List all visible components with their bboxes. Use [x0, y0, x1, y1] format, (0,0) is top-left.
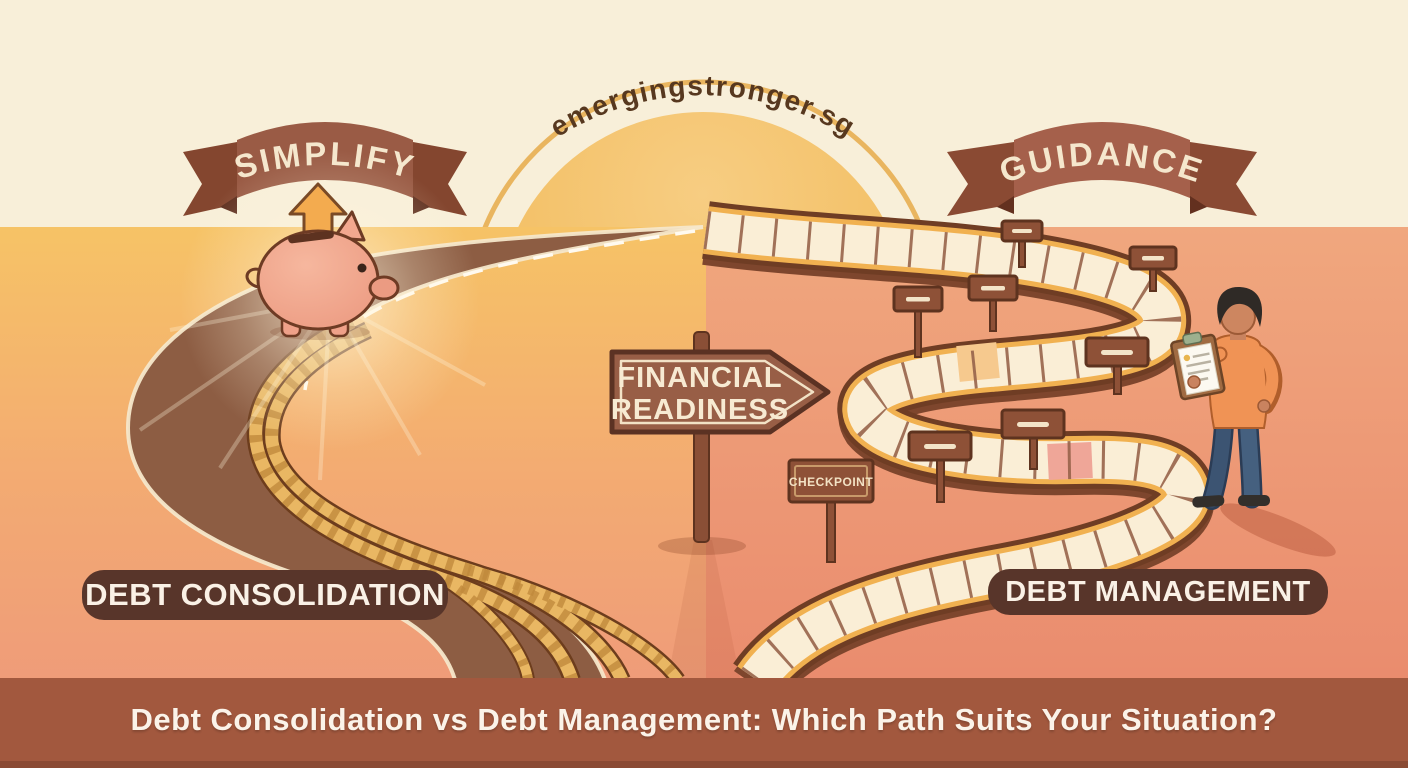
person-hand [1187, 375, 1201, 389]
signpost-line1: FINANCIAL [617, 362, 782, 394]
illustration: emergingstronger.sg SIMPLIFY GUIDANCE [0, 70, 1408, 678]
ribbon-band [1014, 122, 1190, 198]
right-path-label: DEBT MANAGEMENT [1005, 576, 1311, 608]
milestone-signs [892, 219, 1178, 503]
left-path-label-pill: DEBT CONSOLIDATION [82, 570, 448, 620]
piggy-coin-slot [288, 230, 334, 244]
ribbon-left-flag [947, 142, 1014, 216]
checkpoint-sign: CHECKPOINT [787, 458, 875, 563]
financial-readiness-signpost: FINANCIAL READINESS [609, 331, 831, 555]
milestone-sign [1000, 219, 1044, 268]
signpost-shadow [658, 537, 746, 555]
person-hair [1217, 286, 1263, 327]
footer-title-bar: Debt Consolidation vs Debt Management: W… [0, 678, 1408, 768]
winding-trail-icon [706, 230, 1186, 678]
milestone-sign [967, 274, 1019, 332]
right-path-label-pill: DEBT MANAGEMENT [988, 569, 1328, 615]
milestone-sign [1000, 408, 1066, 470]
person-leg [1204, 417, 1232, 508]
piggy-eye [357, 263, 367, 273]
person-leg [1240, 417, 1260, 506]
signpost-shade-band [668, 540, 740, 678]
piggy-body [256, 229, 380, 331]
ribbon-right-flag [1190, 142, 1257, 216]
footer-title: Debt Consolidation vs Debt Management: W… [130, 701, 1278, 737]
signpost-line2: READINESS [611, 394, 789, 426]
person-with-clipboard-icon [1170, 286, 1336, 557]
person-shoe [1192, 495, 1225, 508]
piggy-bank-icon [245, 210, 400, 340]
milestone-sign [1084, 336, 1150, 395]
trail-highlight-segment [956, 342, 1000, 382]
piggy-snout [368, 275, 400, 301]
left-path-label: DEBT CONSOLIDATION [85, 577, 445, 612]
person-shoe [1238, 495, 1270, 506]
person-shadow [1220, 503, 1336, 557]
milestone-sign [907, 430, 973, 503]
person-hand [1257, 399, 1271, 413]
signpost-board [609, 349, 831, 435]
checkpoint-label: CHECKPOINT [789, 475, 874, 489]
milestone-sign [1128, 245, 1178, 292]
checkpoint-board [787, 458, 875, 504]
person-arm [1252, 346, 1279, 409]
milestone-sign [892, 285, 944, 358]
